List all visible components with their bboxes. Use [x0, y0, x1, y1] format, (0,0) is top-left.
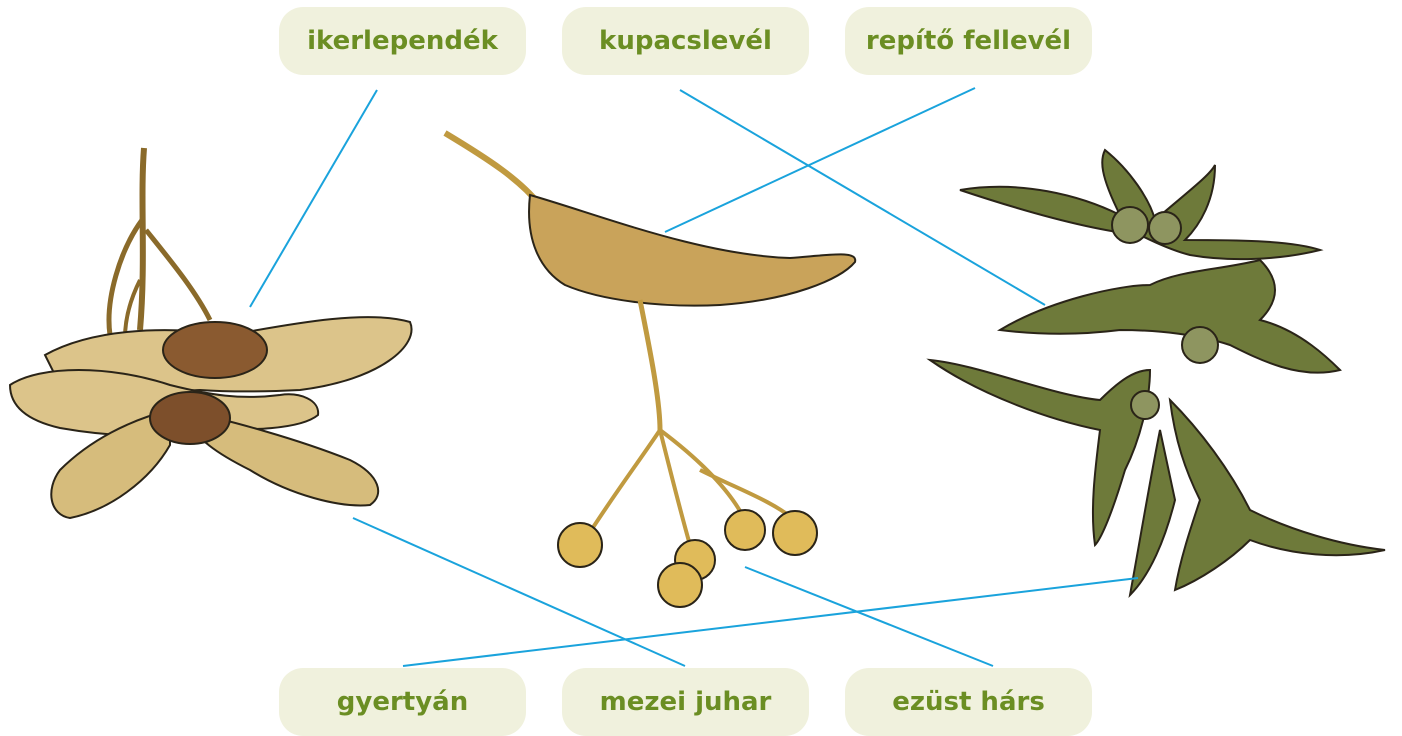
hornbeam-illustration [930, 150, 1385, 595]
connector-ikerlependek [250, 90, 377, 307]
label-ezust-hars: ezüst hárs [845, 668, 1092, 736]
maple-samara-illustration [10, 148, 412, 518]
label-repito-fellevel: repítő fellevél [845, 7, 1092, 75]
linden-bract-illustration [445, 133, 855, 607]
connector-ezust-hars [745, 567, 993, 666]
label-gyertyan: gyertyán [279, 668, 526, 736]
label-mezei-juhar: mezei juhar [562, 668, 809, 736]
connector-gyertyan [403, 578, 1138, 666]
label-kupacslevel: kupacslevél [562, 7, 809, 75]
label-ikerlependek: ikerlependék [279, 7, 526, 75]
connector-mezei-juhar [353, 518, 685, 666]
